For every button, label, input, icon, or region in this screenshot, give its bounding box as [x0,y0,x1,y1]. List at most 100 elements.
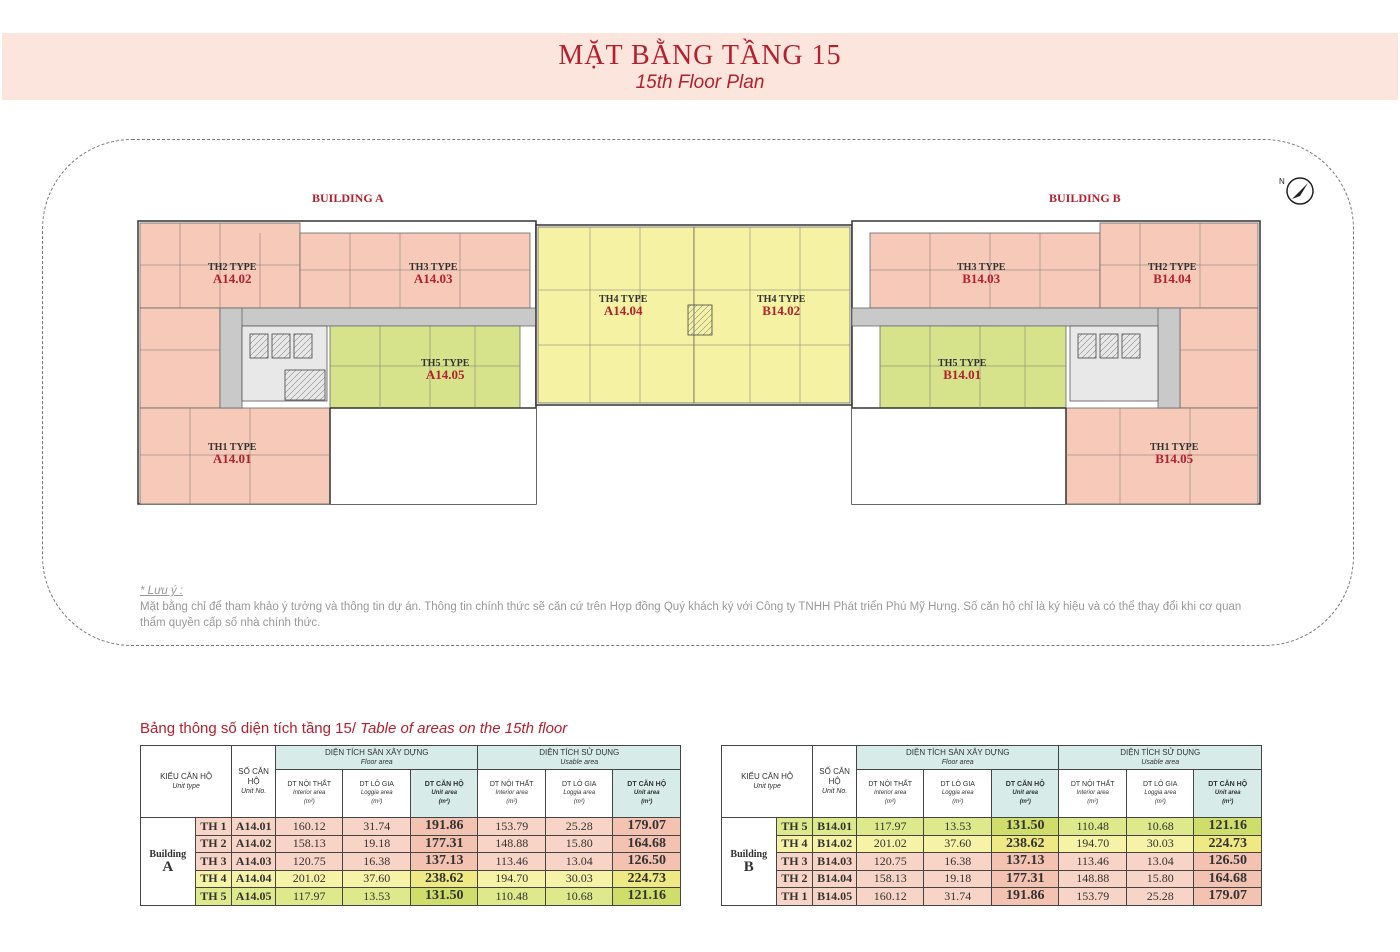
cell-usable-loggia: 10.68 [1125,817,1195,836]
unit-label-b1401: TH5 TYPE B14.01 [938,358,987,382]
page-title: MẶT BẰNG TẦNG 15 [558,40,842,71]
cell-unit: B14.02 [812,834,857,853]
cell-usable-loggia: 15.80 [1125,869,1195,888]
cell-floor-loggia: 31.74 [923,887,992,906]
cell-type: TH 1 [194,817,233,836]
cell-floor-interior: 201.02 [274,869,344,888]
unit-label-a1402: TH2 TYPE A14.02 [208,262,257,286]
cell-unit: A14.05 [231,887,276,906]
cell-floor-unit: 177.31 [409,834,479,853]
disclaimer-note: * Lưu ý : Mặt bằng chỉ để tham khảo ý tư… [140,583,1265,631]
building-b-label: BUILDING B [1049,191,1121,205]
cell-unit: A14.02 [231,834,276,853]
cell-unit: B14.03 [812,852,857,871]
cell-floor-unit: 177.31 [990,869,1060,888]
cell-floor-loggia: 16.38 [923,852,992,871]
svg-text:N: N [1279,177,1285,186]
cell-type: TH 2 [194,834,233,853]
unit-label-a1403: TH3 TYPE A14.03 [409,262,458,286]
cell-floor-interior: 117.97 [855,817,925,836]
page-subtitle: 15th Floor Plan [635,72,765,93]
building-a-plan [137,220,537,505]
cell-usable-loggia: 25.28 [1125,887,1195,906]
cell-usable-interior: 148.88 [1058,869,1127,888]
cell-floor-unit: 131.50 [409,887,479,906]
cell-usable-unit: 164.68 [612,834,681,853]
cell-floor-loggia: 37.60 [923,834,992,853]
table-title: Bảng thông số diện tích tầng 15/ Table o… [140,720,568,737]
cell-usable-loggia: 30.03 [544,869,614,888]
note-body: Mặt bằng chỉ để tham khảo ý tưởng và thô… [140,601,1242,629]
north-arrow-icon: N [1279,177,1314,205]
cell-usable-interior: 194.70 [477,869,546,888]
cell-unit: B14.01 [812,817,857,836]
unit-label-a1401: TH1 TYPE A14.01 [208,442,257,466]
cell-type: TH 5 [775,817,814,836]
cell-floor-interior: 120.75 [855,852,925,871]
cell-floor-loggia: 13.53 [923,817,992,836]
unit-a1403-area [299,232,531,309]
cell-usable-interior: 110.48 [1058,817,1127,836]
cell-type: TH 3 [194,852,233,871]
cell-usable-unit: 179.07 [612,817,681,836]
cell-floor-unit: 191.86 [990,887,1060,906]
cell-floor-unit: 191.86 [409,817,479,836]
cell-usable-unit: 224.73 [1193,834,1262,853]
note-title: * Lưu ý : [140,585,184,597]
cell-floor-loggia: 19.18 [923,869,992,888]
cell-floor-unit: 131.50 [990,817,1060,836]
cell-usable-interior: 194.70 [1058,834,1127,853]
unit-label-a1405: TH5 TYPE A14.05 [421,358,470,382]
site-boundary [42,139,1354,646]
cell-usable-unit: 121.16 [612,887,681,906]
cell-usable-loggia: 13.04 [1125,852,1195,871]
cell-unit: B14.05 [812,887,857,906]
cell-unit: A14.03 [231,852,276,871]
cell-unit: A14.04 [231,869,276,888]
cell-usable-interior: 148.88 [477,834,546,853]
cell-floor-interior: 158.13 [855,869,925,888]
cell-usable-unit: 224.73 [612,869,681,888]
unit-b1401-area [879,325,1067,409]
cell-floor-interior: 160.12 [274,817,344,836]
cell-unit: B14.04 [812,869,857,888]
cell-usable-loggia: 15.80 [544,834,614,853]
building-a-label: BUILDING A [312,191,384,205]
cell-usable-interior: 113.46 [1058,852,1127,871]
unit-label-b1402: TH4 TYPE B14.02 [757,294,806,318]
unit-label-a1404: TH4 TYPE A14.04 [599,294,648,318]
unit-b1405-area [1065,407,1259,505]
cell-floor-loggia: 31.74 [342,817,411,836]
cell-type: TH 4 [775,834,814,853]
center-th4-plan [535,224,853,406]
unit-label-b1403: TH3 TYPE B14.03 [957,262,1006,286]
cell-usable-loggia: 25.28 [544,817,614,836]
cell-floor-interior: 120.75 [274,852,344,871]
cell-floor-interior: 201.02 [855,834,925,853]
cell-usable-loggia: 10.68 [544,887,614,906]
cell-floor-unit: 238.62 [409,869,479,888]
